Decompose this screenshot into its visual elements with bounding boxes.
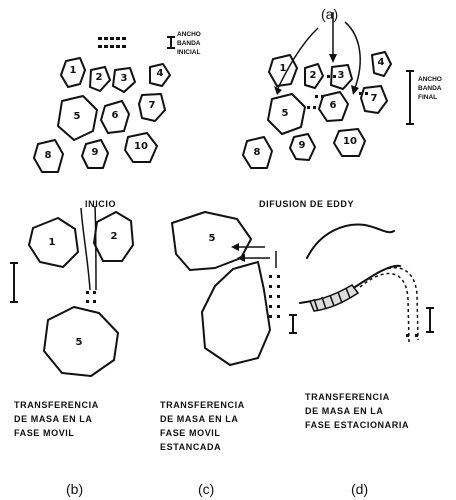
- particle-number: 3: [116, 73, 132, 84]
- particle-number: 6: [325, 100, 341, 111]
- width-scale-bars: [10, 37, 434, 333]
- panel-label-c: (c): [198, 481, 214, 497]
- panel-label-d: (d): [351, 481, 368, 497]
- flow-arrows: [81, 12, 418, 342]
- particle-number: 5: [277, 108, 293, 119]
- particle-number: 1: [65, 65, 81, 76]
- caption-inicio: INICIO: [85, 197, 116, 211]
- particle-number: 1: [275, 63, 291, 74]
- particle-number: 3: [333, 70, 349, 81]
- particle-number: 2: [91, 72, 107, 83]
- particle-number: 10: [342, 136, 358, 147]
- c-particle-lower: [202, 262, 270, 365]
- particle-number: 5: [204, 233, 220, 244]
- particle-number: 2: [305, 70, 321, 81]
- caption-eddy: DIFUSION DE EDDY: [259, 197, 354, 211]
- particle-number: 10: [133, 141, 149, 152]
- particle-number: 1: [44, 237, 60, 248]
- d-particle-outline: [307, 224, 394, 258]
- particle-number: 5: [71, 337, 87, 348]
- particle-number: 7: [144, 100, 160, 111]
- particle-number: 8: [249, 147, 265, 158]
- panel-label-b: (b): [66, 481, 83, 497]
- particle-number: 2: [106, 231, 122, 242]
- particle-number: 4: [373, 57, 389, 68]
- particle-number: 9: [294, 140, 310, 151]
- stationary-phase-coating: [310, 285, 358, 311]
- particle-number: 4: [152, 68, 168, 79]
- particle-number: 6: [107, 110, 123, 121]
- panel-label-a: (a): [321, 6, 338, 22]
- particle-number: 9: [87, 147, 103, 158]
- particle-number: 8: [40, 150, 56, 161]
- particle-number: 7: [366, 93, 382, 104]
- particle-number: 5: [69, 111, 85, 122]
